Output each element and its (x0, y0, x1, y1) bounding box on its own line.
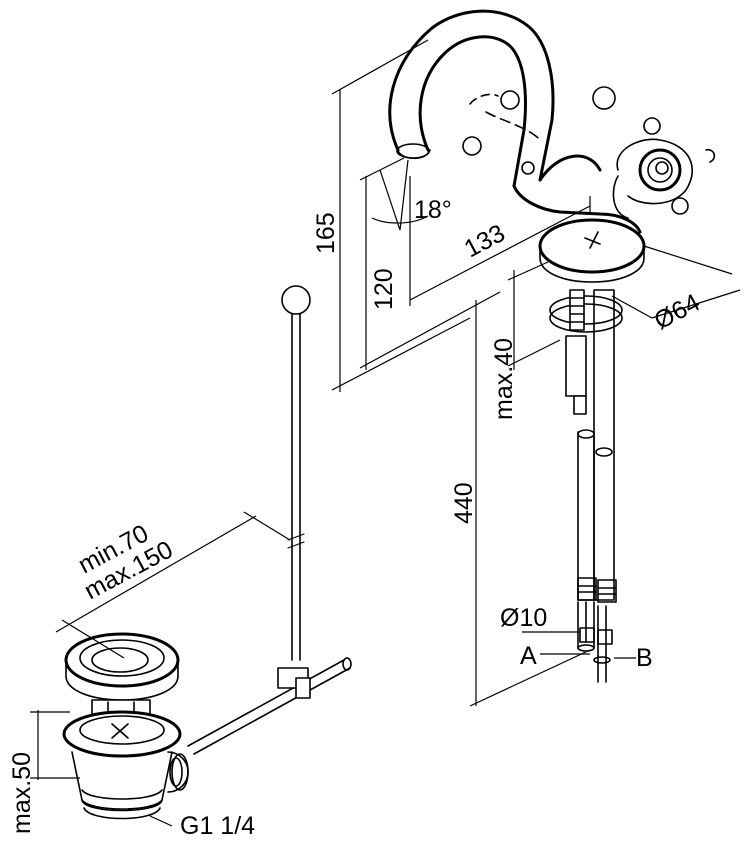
dimension-lines-faucet (331, 39, 741, 707)
rear-handle-hidden (462, 86, 616, 175)
faucet-base (538, 218, 646, 283)
label-133: 133 (460, 219, 510, 263)
label-165: 165 (312, 212, 340, 254)
label-120: 120 (370, 268, 398, 310)
faucet-body (388, 9, 642, 234)
mounting-parts (549, 289, 623, 415)
label-diameter-10: Ø10 (500, 604, 547, 632)
label-diameter-64: Ø64 (650, 288, 705, 335)
dimension-lines-waste (30, 511, 291, 827)
cross-handle (612, 117, 716, 219)
lift-rod (281, 285, 311, 661)
label-b: B (636, 644, 653, 672)
label-max50: max.50 (8, 752, 36, 834)
supply-hoses (577, 289, 617, 683)
linkage-rod (187, 657, 352, 755)
label-440: 440 (450, 482, 478, 524)
label-thread: G1 1/4 (180, 812, 255, 840)
label-a: A (520, 642, 537, 670)
label-max40: max.40 (490, 338, 518, 420)
label-angle: 18° (414, 196, 452, 224)
waste-body (62, 632, 189, 820)
